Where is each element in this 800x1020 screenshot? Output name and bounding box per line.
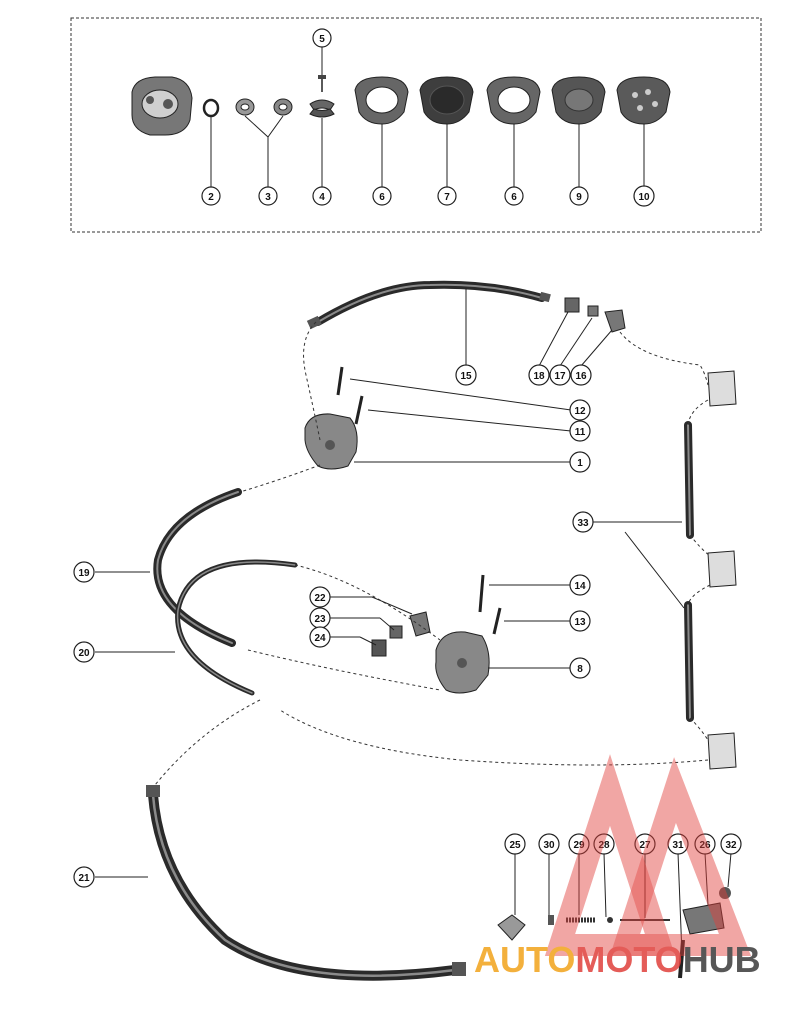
- svg-text:19: 19: [78, 568, 90, 579]
- watermark-triangle-left: [544, 754, 676, 956]
- svg-text:14: 14: [574, 581, 586, 592]
- svg-text:12: 12: [574, 406, 586, 417]
- callout-2: 2: [201, 186, 221, 206]
- pump-body-part: [131, 76, 193, 136]
- svg-text:8: 8: [577, 664, 583, 675]
- svg-text:2: 2: [208, 192, 214, 203]
- svg-text:13: 13: [574, 617, 586, 628]
- svg-text:27: 27: [639, 840, 651, 851]
- hoses: [146, 280, 694, 981]
- watermark-triangle-right: [609, 757, 752, 956]
- svg-text:20: 20: [78, 648, 90, 659]
- svg-text:22: 22: [314, 593, 326, 604]
- watermark-part-moto: MOTO: [575, 939, 682, 980]
- callout-28: 28: [593, 833, 615, 855]
- diaphragm-part: [419, 76, 474, 125]
- svg-text:17: 17: [554, 371, 566, 382]
- callout-4: 4: [312, 186, 332, 206]
- callout-13: 13: [569, 610, 591, 632]
- automotohub-watermark: AUTOMOTOHUB: [474, 754, 761, 980]
- svg-text:9: 9: [576, 192, 582, 203]
- valve-plate-part: [616, 76, 671, 125]
- callout-9: 9: [569, 186, 589, 206]
- watermark-part-hub: HUB: [683, 939, 761, 980]
- callout-6a: 6: [372, 186, 392, 206]
- svg-text:11: 11: [575, 427, 586, 438]
- svg-text:32: 32: [725, 840, 737, 851]
- callout-30: 30: [538, 833, 560, 855]
- svg-text:30: 30: [543, 840, 555, 851]
- callout-23: 23: [309, 607, 331, 629]
- watermark-text: AUTOMOTOHUB: [474, 939, 761, 980]
- callout-22: 22: [309, 586, 331, 608]
- callout-17: 17: [549, 364, 571, 386]
- callout-33: 33: [572, 511, 594, 533]
- callout-29: 29: [568, 833, 590, 855]
- callout-8: 8: [569, 657, 591, 679]
- parts-kit-inset: [70, 17, 762, 233]
- svg-text:5: 5: [319, 34, 325, 45]
- callout-14: 14: [569, 574, 591, 596]
- watermark-part-auto: AUTO: [474, 939, 575, 980]
- svg-text:15: 15: [460, 371, 472, 382]
- o-ring-part: [202, 98, 220, 118]
- svg-text:29: 29: [573, 840, 585, 851]
- svg-text:16: 16: [575, 371, 587, 382]
- svg-text:26: 26: [699, 840, 711, 851]
- check-valve-parts: [235, 98, 293, 116]
- callout-3: 3: [258, 186, 278, 206]
- svg-text:3: 3: [265, 192, 271, 203]
- callout-11: 11: [569, 420, 591, 442]
- callout-6b: 6: [504, 186, 524, 206]
- svg-text:10: 10: [638, 192, 650, 203]
- callout-18: 18: [528, 364, 550, 386]
- callout-20: 20: [73, 641, 95, 663]
- callout-12: 12: [569, 399, 591, 421]
- svg-text:6: 6: [379, 192, 385, 203]
- svg-text:24: 24: [314, 633, 326, 644]
- callout-27: 27: [634, 833, 656, 855]
- callout-16: 16: [570, 364, 592, 386]
- gasket-part-b: [486, 76, 541, 125]
- callout-31: 31: [667, 833, 689, 855]
- callout-10: 10: [633, 185, 655, 207]
- svg-text:25: 25: [509, 840, 521, 851]
- pump-cover-part: [551, 76, 606, 125]
- svg-text:6: 6: [511, 192, 517, 203]
- callout-24: 24: [309, 626, 331, 648]
- svg-text:7: 7: [444, 192, 450, 203]
- callout-15: 15: [455, 364, 477, 386]
- svg-text:4: 4: [319, 192, 325, 203]
- callout-5: 5: [312, 28, 332, 48]
- svg-text:21: 21: [78, 873, 90, 884]
- callout-19: 19: [73, 561, 95, 583]
- callout-26: 26: [694, 833, 716, 855]
- pump-assemblies: [304, 297, 737, 979]
- leader-lines: [95, 288, 732, 956]
- gasket-part-a: [354, 76, 409, 125]
- watermark-logo-mark: [544, 754, 752, 956]
- callout-25: 25: [504, 833, 526, 855]
- retainer-part: [309, 75, 335, 118]
- svg-text:31: 31: [672, 840, 684, 851]
- callout-32: 32: [720, 833, 742, 855]
- callout-7: 7: [437, 186, 457, 206]
- svg-text:28: 28: [598, 840, 610, 851]
- svg-text:1: 1: [577, 458, 583, 469]
- svg-text:33: 33: [577, 518, 589, 529]
- svg-text:23: 23: [314, 614, 326, 625]
- svg-text:18: 18: [533, 371, 545, 382]
- callout-21: 21: [73, 866, 95, 888]
- callout-1: 1: [569, 451, 591, 473]
- routing-lines: [154, 321, 711, 786]
